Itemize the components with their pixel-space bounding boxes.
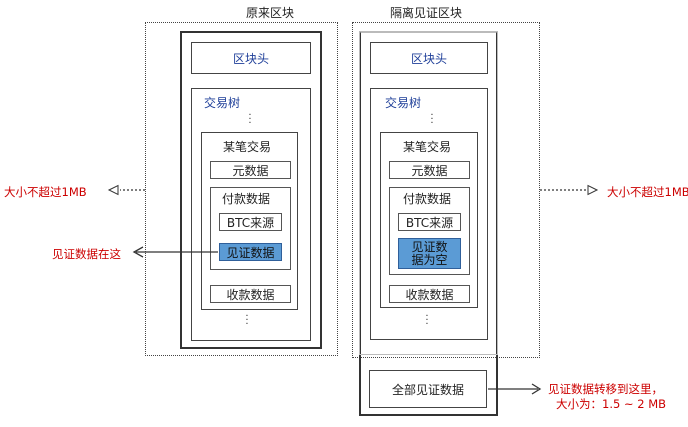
right-tx-tree-label: 交易树 (385, 96, 422, 110)
left-size-arrow (107, 184, 145, 196)
right-ellipsis-top: ··· (430, 110, 434, 129)
left-block-header: 区块头 (191, 42, 311, 74)
left-payment-label: 付款数据 (222, 192, 271, 206)
right-ellipsis-bottom: ··· (425, 311, 429, 330)
left-some-tx-label: 某笔交易 (223, 140, 272, 154)
left-witness-note: 见证数据在这 (52, 247, 121, 261)
right-btc-source: BTC来源 (398, 213, 461, 231)
left-witness-data: 见证数据 (219, 243, 282, 261)
left-ellipsis-top: ··· (248, 110, 252, 129)
right-size-note: 大小不超过1MB (607, 185, 688, 199)
right-some-tx-label: 某笔交易 (403, 140, 452, 154)
right-metadata: 元数据 (389, 161, 470, 179)
right-block-outline (352, 22, 540, 358)
left-receive: 收款数据 (210, 285, 291, 303)
left-block-outline (145, 22, 338, 356)
right-payment-label: 付款数据 (403, 192, 452, 206)
right-moved-note-line1: 见证数据转移到这里， (548, 382, 663, 396)
right-witness-empty: 见证数据为空 (398, 238, 461, 269)
left-size-note: 大小不超过1MB (4, 185, 87, 199)
right-size-arrow (540, 184, 599, 196)
right-witness-arrow (488, 383, 542, 395)
left-metadata: 元数据 (210, 161, 291, 179)
right-block-inner (359, 31, 498, 355)
left-witness-arrow (132, 246, 218, 258)
right-all-witness: 全部见证数据 (369, 370, 487, 408)
right-receive: 收款数据 (389, 285, 470, 303)
left-block-title: 原来区块 (245, 6, 294, 20)
left-tx-tree-label: 交易树 (204, 96, 241, 110)
right-moved-note-line2: 大小为：1.5 ~ 2 MB (556, 397, 667, 411)
left-ellipsis-bottom: ··· (245, 311, 249, 330)
left-btc-source: BTC来源 (219, 213, 282, 231)
right-block-title: 隔离见证区块 (389, 6, 462, 20)
right-block-header: 区块头 (370, 42, 488, 74)
